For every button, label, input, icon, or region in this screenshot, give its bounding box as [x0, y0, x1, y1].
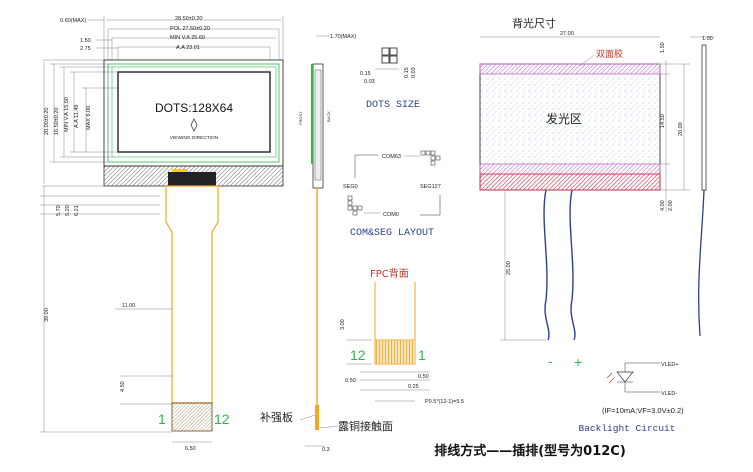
- lead-minus: [543, 189, 550, 341]
- dim-module-height: 20.00±0.20: [44, 108, 50, 136]
- polarizer-outline: [107, 63, 280, 163]
- tape-label: 双面胶: [596, 48, 623, 60]
- dim-side-bottom: 0.3: [322, 447, 330, 453]
- fpc-back-title: FPC背面: [370, 267, 409, 280]
- fpc-back-contacts: [374, 339, 416, 365]
- bl-side-profile: [701, 44, 707, 191]
- fpc-back-dim-c: 0.25: [408, 384, 419, 390]
- dim-aa-height: A.A 11.49: [74, 105, 80, 128]
- vled-minus-label: VLED-: [661, 391, 677, 397]
- bl-dim-2-00: 2.00: [668, 200, 674, 211]
- com-seg-layout: COM63 SEG0 SEG127 COM0 COM&SEG LAYOUT: [343, 150, 441, 239]
- dots-size-title: DOTS SIZE: [366, 100, 420, 111]
- side-back-label: BACK: [326, 111, 331, 122]
- dots-label: DOTS:128X64: [155, 101, 233, 115]
- seg0-label: SEG0: [343, 184, 358, 190]
- pin-12-label: 12: [214, 411, 230, 427]
- led-diode-icon: [616, 371, 634, 383]
- wiring-caption: 排线方式——插排(型号为012C): [434, 443, 626, 459]
- com0-dots: [347, 195, 363, 216]
- dim-va-height: MIN V.A 15.50: [64, 97, 70, 132]
- dim-va-width: MIN V.A 25.60: [170, 35, 205, 41]
- front-view: 0.60(MAX) 28.50±0.20 POL 27.50±0.20 1.50…: [40, 16, 284, 452]
- circuit-title: Backlight Circuit: [579, 423, 676, 434]
- lead-minus-label: -: [548, 353, 553, 369]
- fpc-back-view: FPC背面 3.00 12 1 0.50 0.50 0.25 P0.5*(12-…: [340, 267, 464, 405]
- dim-aa-width: A.A 23.01: [176, 45, 200, 51]
- dim-top-2-75: 2.75: [80, 46, 91, 52]
- backlight-title: 背光尺寸: [512, 16, 556, 30]
- com0-label: COM0: [383, 212, 399, 218]
- dim-max-offset: MAX 6.00: [86, 106, 92, 130]
- stiffener-label: 补强板: [260, 410, 293, 424]
- fpc-back-pin-12: 12: [350, 347, 366, 363]
- side-view: 1.70(MAX) FRONT BACK 0.3 补强板 露铜接触面: [260, 34, 393, 453]
- dim-thickness: 1.70(MAX): [330, 34, 356, 40]
- dim-lower-6-21: 6.21: [74, 205, 80, 216]
- layout-title: COM&SEG LAYOUT: [350, 228, 434, 239]
- bl-thickness: 1.00: [702, 36, 713, 42]
- lead-length: 25.00: [506, 261, 512, 275]
- dim-top-1-50: 1.50: [80, 38, 91, 44]
- lead-plus-label: +: [574, 354, 582, 370]
- dot-gap-h: 0.03: [364, 79, 375, 85]
- dim-lower-5-70: 5.70: [56, 205, 62, 216]
- pin-1-label: 1: [158, 411, 166, 427]
- viewing-direction-icon: [190, 118, 198, 132]
- dim-pol-height: 16.50±0.20: [54, 108, 60, 136]
- dot-gap-v: 0.03: [411, 67, 417, 78]
- top-tape: [479, 63, 661, 75]
- fpc-cable: [165, 185, 219, 404]
- fpc-back-pitch: P0.5*(12-1)=5.5: [425, 399, 464, 405]
- side-front-label: FRONT: [298, 111, 303, 125]
- side-stiffener: [315, 405, 319, 430]
- dot-height: 0.15: [404, 67, 410, 78]
- emit-area-label: 发光区: [546, 111, 582, 126]
- lead-plus: [569, 189, 576, 341]
- dim-top-max: 0.60(MAX): [60, 18, 86, 24]
- driver-ic: [168, 172, 216, 186]
- backlight-width: 27.00: [560, 31, 574, 37]
- bl-dim-20-00: 20.00: [678, 122, 684, 136]
- fpc-back-height: 3.00: [340, 319, 346, 330]
- dim-total-length: 39.00: [44, 308, 50, 322]
- dim-tab-width: 6.50: [185, 446, 196, 452]
- dim-fpc-offset: 11.00: [122, 303, 135, 309]
- bl-dim-1-50: 1.50: [660, 42, 666, 53]
- seg127-label: SEG127: [420, 184, 441, 190]
- dot-width: 0.15: [360, 71, 371, 77]
- fpc-back-dim-a: 0.50: [418, 374, 429, 380]
- view-area-outline: [111, 66, 277, 158]
- backlight-spec: (IF=10mA;VF=3.0V±0.2): [602, 406, 684, 415]
- bl-dim-14-50: 14.50: [660, 114, 666, 128]
- bottom-tape: [479, 163, 661, 175]
- led-strip: [479, 173, 661, 191]
- dim-pol-width: POL 27.50±0.20: [170, 26, 210, 32]
- bl-dim-4-00: 4.00: [660, 200, 666, 211]
- dim-lower-5-20: 5.20: [65, 205, 71, 216]
- fpc-back-pin-1: 1: [418, 347, 426, 363]
- dots-size-detail: 0.15 0.03 0.15 0.03 DOTS SIZE: [360, 47, 420, 111]
- com63-dots: [420, 150, 441, 166]
- fpc-back-dim-b: 0.50: [345, 378, 356, 384]
- contact-label: 露铜接触面: [338, 419, 393, 433]
- vled-plus-label: VLED+: [661, 362, 679, 368]
- dim-outline-width: 28.50±0.20: [175, 16, 203, 22]
- fpc-contact-tab: [171, 402, 213, 432]
- com63-label: COM63: [382, 154, 401, 160]
- active-area: [117, 71, 271, 153]
- viewing-direction-label: VIEWING DIRECTION: [170, 135, 219, 141]
- backlight-view: 背光尺寸 27.00 双面胶 发光区 1.50 14.50 20.00 4.00…: [479, 16, 715, 434]
- dim-tab-height: 4.50: [120, 381, 126, 392]
